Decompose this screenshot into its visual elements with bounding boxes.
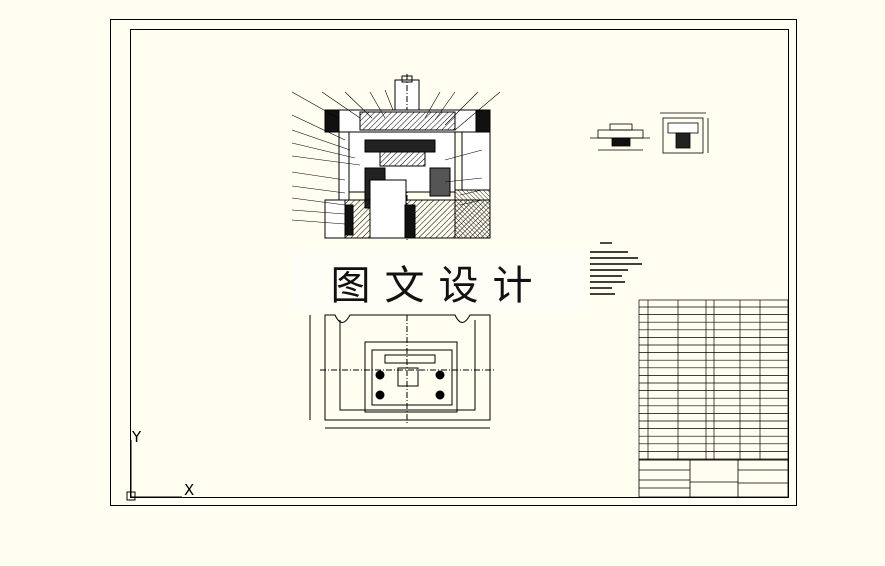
title-block	[638, 459, 789, 498]
ucs-x-label: X	[184, 481, 194, 499]
inner-border	[130, 29, 789, 498]
ucs-y-label: Y	[131, 428, 142, 446]
watermark-text: 图文设计	[330, 263, 547, 309]
watermark: 图文设计	[291, 252, 586, 312]
leader-lines-left	[291, 89, 501, 225]
ucs-icon	[126, 440, 182, 501]
part-view-1	[590, 123, 650, 151]
part-view-2	[660, 112, 709, 154]
technical-notes	[590, 242, 642, 295]
plan-view	[309, 314, 495, 429]
bill-of-materials	[638, 299, 789, 461]
section-view	[324, 74, 491, 240]
outer-frame	[110, 19, 797, 506]
